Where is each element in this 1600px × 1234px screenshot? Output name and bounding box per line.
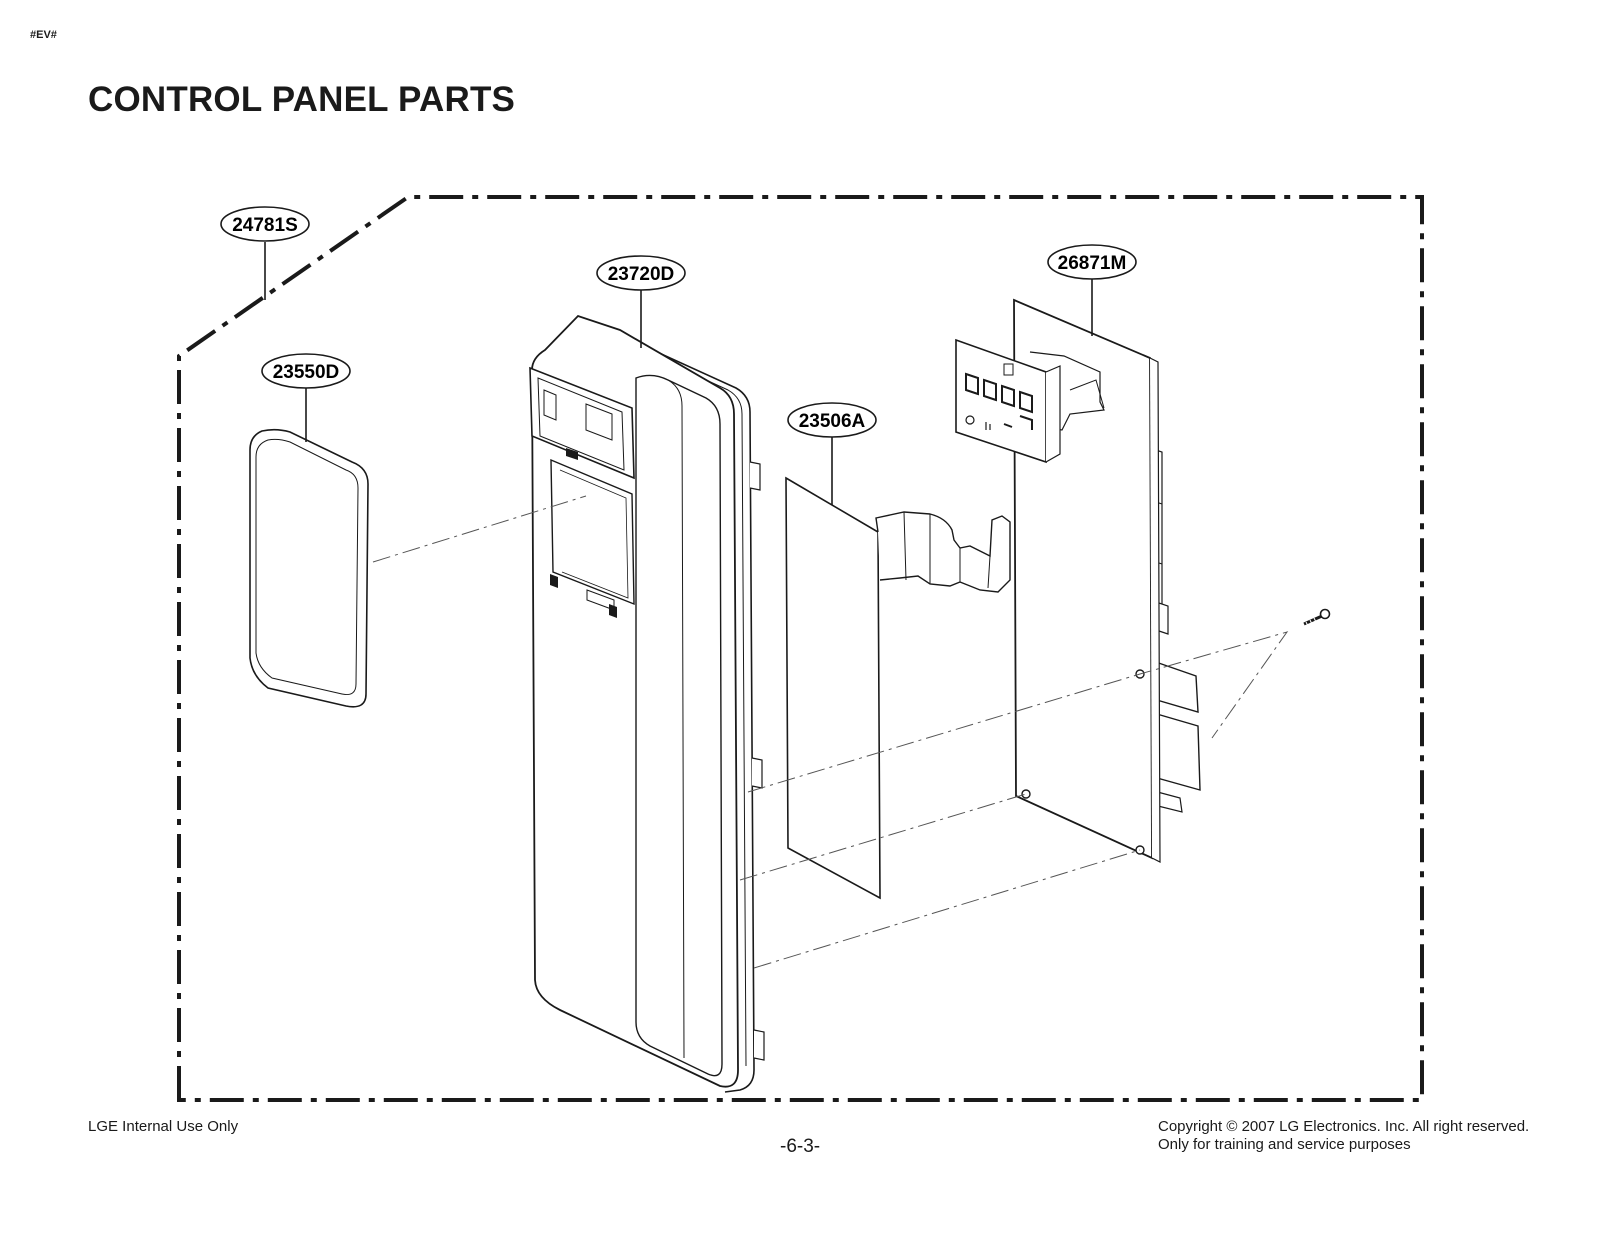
part-23506a-film-sheet <box>785 476 1011 900</box>
part-23720d-control-panel-frame <box>529 314 765 1093</box>
part-23550d-window-cover <box>249 428 369 708</box>
assembly-centerlines <box>372 495 1289 969</box>
footer-internal-use: LGE Internal Use Only <box>88 1118 239 1135</box>
callout-label: 26871M <box>1058 253 1127 274</box>
callout-23506a: 23506A <box>787 402 877 505</box>
page-number: -6-3- <box>780 1136 821 1157</box>
callout-23550d: 23550D <box>261 353 351 442</box>
document-tag: #EV# <box>30 29 57 41</box>
usage-line: Only for training and service purposes <box>1158 1136 1411 1153</box>
copyright-line: Copyright © 2007 LG Electronics. Inc. Al… <box>1158 1118 1530 1135</box>
callout-24781s: 24781S <box>220 206 310 300</box>
part-26871m-pcb-assembly <box>955 298 1201 863</box>
callout-label: 24781S <box>232 215 298 236</box>
callout-label: 23550D <box>273 362 340 383</box>
screw <box>1303 608 1331 627</box>
page-title: CONTROL PANEL PARTS <box>88 80 516 119</box>
callout-26871m: 26871M <box>1047 244 1137 336</box>
callout-23720d: 23720D <box>596 255 686 348</box>
callout-label: 23720D <box>608 264 675 285</box>
callout-label: 23506A <box>799 411 866 432</box>
footer-copyright: Copyright © 2007 LG Electronics. Inc. Al… <box>1158 1118 1529 1154</box>
assembly-boundary <box>177 195 1424 1102</box>
